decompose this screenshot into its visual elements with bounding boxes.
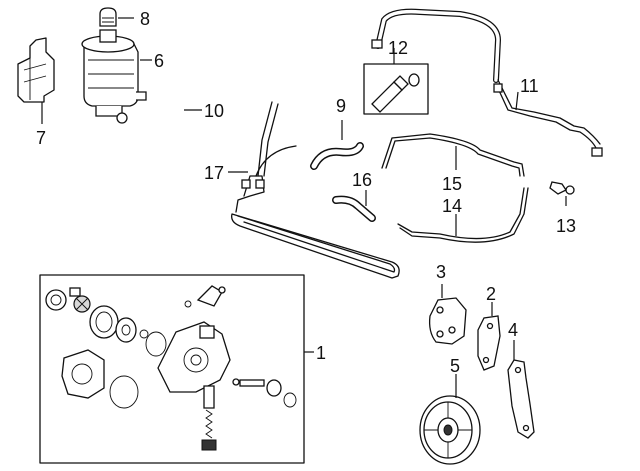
part-16-hose (332, 195, 376, 222)
part-6-reservoir (81, 29, 147, 124)
part-13-fitting (549, 181, 575, 195)
callout-8: 8 (140, 9, 150, 29)
part-4-bracket (507, 359, 535, 439)
callout-6: 6 (154, 51, 164, 71)
part-9-hose (310, 142, 364, 170)
part-7-bracket (17, 37, 55, 103)
callout-1: 1 (316, 343, 326, 363)
callout-14: 14 (442, 196, 462, 216)
callout-13: 13 (556, 216, 576, 236)
part-17-cooler-tube (231, 101, 400, 279)
callout-7: 7 (36, 128, 46, 148)
part-2-bracket (477, 315, 501, 371)
callout-15: 15 (442, 174, 462, 194)
callout-17: 17 (204, 163, 224, 183)
part-12-sensor (363, 63, 429, 115)
part-10-return-hose (143, 101, 181, 159)
part-11-pressure-hose (371, 8, 603, 157)
callout-11: 11 (520, 76, 539, 96)
part-3-bracket (428, 297, 467, 345)
part-14-return-tube (397, 187, 529, 243)
callout-12: 12 (388, 38, 408, 58)
callout-2: 2 (486, 284, 496, 304)
leader-11 (515, 91, 519, 111)
part-8-reservoir-cap (99, 7, 117, 27)
callout-3: 3 (436, 262, 446, 282)
callout-10: 10 (204, 101, 224, 121)
callout-4: 4 (508, 320, 518, 340)
callout-9: 9 (336, 96, 346, 116)
callout-5: 5 (450, 356, 460, 376)
part-5-pulley (419, 395, 481, 465)
callout-16: 16 (352, 170, 372, 190)
part-1-pump-assembly (39, 274, 305, 464)
part-15-return-tube (381, 133, 525, 177)
